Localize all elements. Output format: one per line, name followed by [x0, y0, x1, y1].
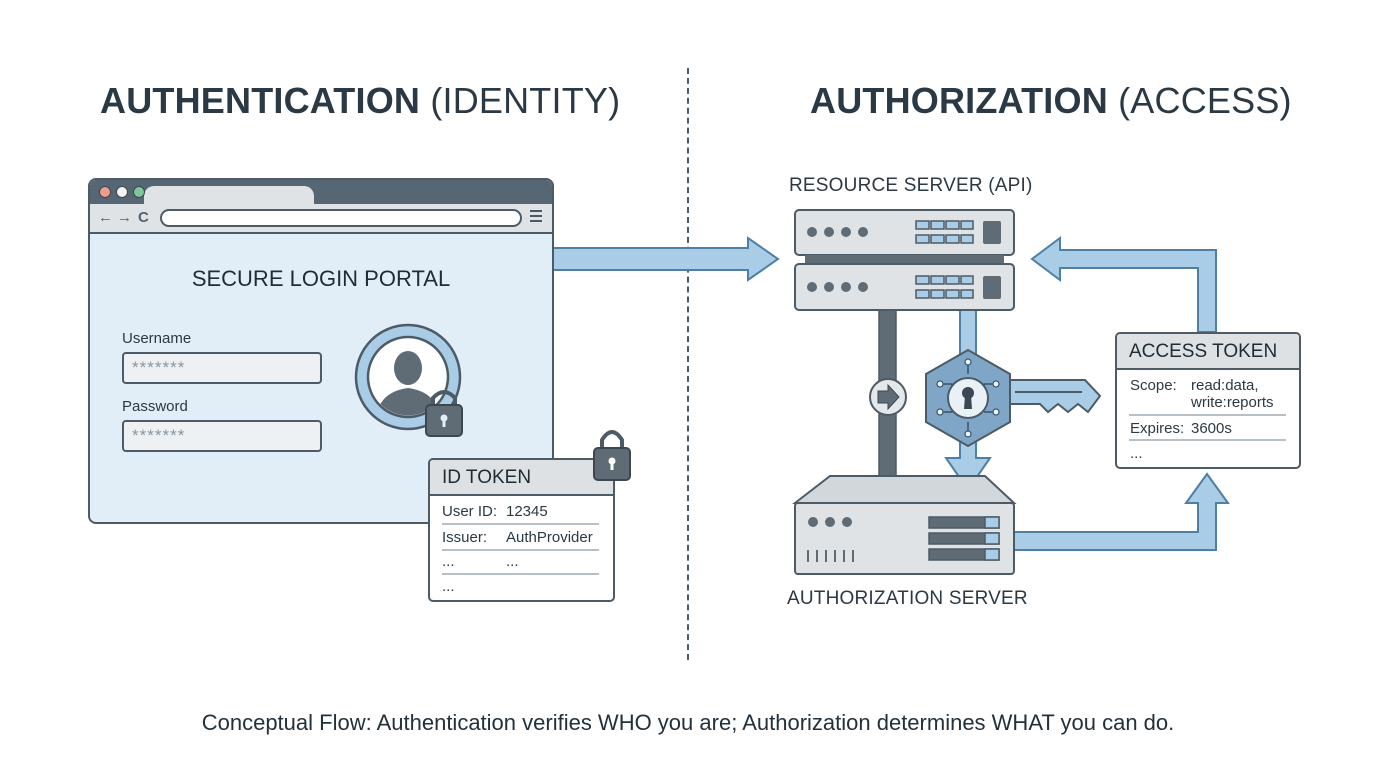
login-to-resource-arrow — [551, 236, 780, 282]
id-token-ellipsis-3: ... — [442, 578, 455, 595]
authentication-heading-light: (IDENTITY) — [430, 80, 621, 121]
id-token-issuer-label: Issuer: — [442, 529, 488, 546]
window-minimize-dot[interactable] — [116, 186, 128, 198]
id-token-issuer-value: AuthProvider — [506, 529, 593, 546]
password-field[interactable]: ******* — [122, 420, 322, 452]
username-field[interactable]: ******* — [122, 352, 322, 384]
key-icon — [1004, 379, 1102, 414]
url-bar[interactable] — [160, 209, 522, 227]
reload-icon[interactable]: C — [138, 209, 149, 226]
id-token-user-id-label: User ID: — [442, 503, 498, 520]
resource-server-unit-bottom — [794, 263, 1015, 311]
id-token-divider-2 — [442, 549, 599, 551]
access-token-title: ACCESS TOKEN — [1117, 334, 1299, 370]
access-token-ellipsis: ... — [1130, 445, 1143, 462]
hexagon-lock-icon — [925, 348, 1011, 448]
id-token-ellipsis-1: ... — [442, 553, 455, 570]
portal-title: SECURE LOGIN PORTAL — [191, 266, 451, 291]
authentication-heading: AUTHENTICATION (IDENTITY) — [100, 80, 620, 122]
authorization-server-box — [792, 475, 1017, 575]
authorization-heading-strong: AUTHORIZATION — [810, 80, 1108, 121]
access-token-scope-label: Scope: — [1130, 377, 1177, 394]
auth-server-to-access-token-arrow — [1013, 472, 1230, 551]
resource-server-label: RESOURCE SERVER (API) — [789, 175, 1033, 196]
access-token-to-resource-arrow — [1030, 236, 1217, 333]
access-token-scope-value-2: write:reports — [1191, 394, 1274, 411]
id-token-title: ID TOKEN — [430, 460, 613, 496]
forward-arrow-nav-icon[interactable]: → — [117, 209, 132, 226]
id-token-ellipsis-2: ... — [506, 553, 519, 570]
access-token-expires-value: 3600s — [1191, 420, 1232, 437]
id-token-divider-1 — [442, 523, 599, 525]
access-token-card: ACCESS TOKEN Scope: read:data, write:rep… — [1115, 332, 1301, 469]
window-close-dot[interactable] — [99, 186, 111, 198]
access-token-scope-value-1: read:data, — [1191, 377, 1259, 394]
id-token-user-id-value: 12345 — [506, 503, 548, 520]
authorization-server-label: AUTHORIZATION SERVER — [787, 588, 1028, 609]
username-label: Username — [122, 330, 192, 347]
browser-tab[interactable] — [144, 186, 314, 208]
back-arrow-icon[interactable]: ← — [98, 209, 113, 226]
section-divider — [687, 68, 689, 660]
authentication-heading-strong: AUTHENTICATION — [100, 80, 421, 121]
resource-server-unit-top — [794, 209, 1015, 256]
forward-arrow-icon — [869, 378, 907, 416]
access-token-divider-2 — [1129, 439, 1286, 441]
password-label: Password — [122, 398, 188, 415]
menu-icon[interactable] — [530, 210, 542, 225]
id-token-card: ID TOKEN User ID: 12345 Issuer: AuthProv… — [428, 458, 615, 602]
browser-toolbar: ← → C — [90, 180, 552, 234]
authorization-heading-light: (ACCESS) — [1118, 80, 1292, 121]
id-token-divider-3 — [442, 573, 599, 575]
window-maximize-dot[interactable] — [133, 186, 145, 198]
access-token-expires-label: Expires: — [1130, 420, 1185, 437]
caption: Conceptual Flow: Authentication verifies… — [201, 710, 1175, 735]
access-token-divider-1 — [1129, 414, 1286, 416]
authorization-heading: AUTHORIZATION (ACCESS) — [810, 80, 1292, 122]
